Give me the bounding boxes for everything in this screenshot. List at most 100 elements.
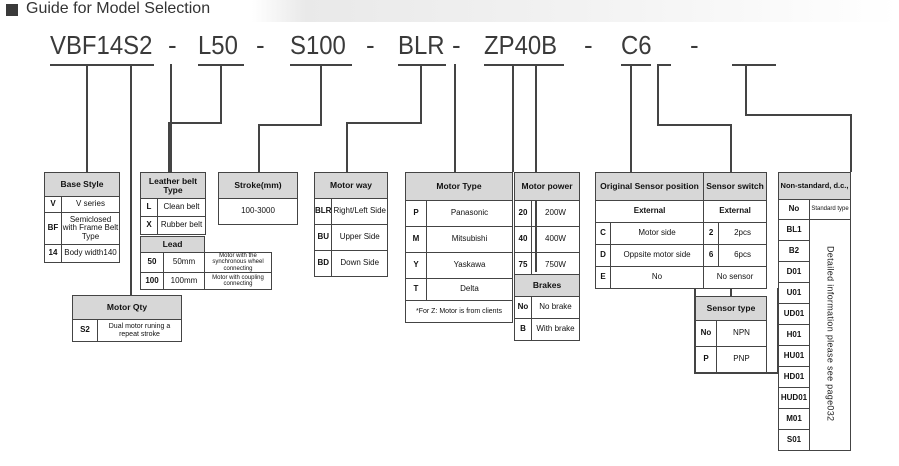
connector-line [258,124,260,172]
option-code: 2 [703,222,720,245]
option-code: S2 [72,319,98,342]
code-dash: - [256,30,265,60]
connector-line [657,64,659,124]
option-code: 40 [514,226,532,253]
option-desc: Rubber belt [157,216,206,235]
option-code: E [595,266,611,289]
option-code: B2 [778,240,810,262]
option-code: 14 [44,244,62,263]
connector-line [630,64,632,172]
option-code: X [140,216,158,235]
option-code: BLR [313,198,333,225]
code-part-stroke: S100 [290,30,346,60]
table-header: Sensor type [695,296,767,321]
option-value: 6pcs [718,244,767,267]
connector-line [730,288,732,296]
option-code: Y [405,252,427,279]
table-header: Original Sensor position [594,172,705,201]
option-code: HUD01 [778,387,810,409]
connector-line [850,114,852,172]
connector-line [745,64,747,114]
option-desc: With brake [531,318,580,341]
option-desc: No brake [531,296,580,319]
option-desc: Down Side [331,250,388,277]
connector-line [86,64,88,172]
option-desc: Semiclosed with Frame Belt Type [61,212,120,245]
option-code: P [695,346,717,373]
option-desc: Delta [426,278,513,301]
option-code: UD01 [778,303,810,325]
table-header: Motor power [514,172,580,201]
option-desc: Mitsubishi [426,226,513,253]
option-code: M01 [778,408,810,430]
connector-line [512,64,514,172]
table-header: Brakes [514,274,580,297]
sub-header: External [594,200,705,223]
connector-line [745,114,851,116]
code-part-sensor: C6 [621,30,652,60]
code-part-base: VBF14S2 [50,30,153,60]
connector-line [535,64,537,272]
underline [128,64,154,66]
table-header: Motor Qty [72,295,182,320]
connector-line [657,124,731,126]
connector-line [130,122,132,295]
table-header: Stroke(mm) [218,172,298,199]
option-desc: Clean belt [157,198,206,217]
option-desc: Motor side [609,222,705,245]
code-dash: - [168,30,177,60]
stroke-range: 100-3000 [218,198,298,225]
sensor-table: Original Sensor position Sensor switch E… [594,172,767,289]
sub-header: External [703,200,767,223]
option-code: 100 [140,271,164,290]
no-sensor-option: No sensor [703,266,767,289]
option-code: H01 [778,324,810,346]
page-title: Guide for Model Selection [26,0,211,17]
connector-line [168,122,170,172]
option-desc: Right/Left Side [331,198,388,225]
table-header: Sensor switch [703,172,767,201]
connector-line [454,64,456,172]
square-bullet-icon [6,4,18,16]
option-code: HD01 [778,366,810,388]
option-code: 6 [703,244,720,267]
code-dash: - [452,30,461,60]
option-value: PNP [716,346,767,373]
code-part-belt: L50 [198,30,238,60]
option-code: U01 [778,282,810,304]
table-header: Leather belt Type [140,172,206,199]
option-value: 100mm [163,271,205,290]
option-desc: Upper Side [331,224,388,251]
code-part-motor-way: BLR [398,30,445,60]
connector-line [220,64,222,122]
option-code: L [140,198,158,217]
option-value: 200W [531,200,580,227]
option-desc: Oppsite motor side [609,244,705,267]
connector-line [730,124,732,172]
option-code: T [405,278,427,301]
connector-line [258,124,322,126]
stroke-table: Stroke(mm) 100-3000 [218,172,298,225]
option-desc: Motor with the synchronous wheel connect… [204,252,272,273]
option-code: BF [44,212,62,245]
connector-line [420,64,422,122]
code-dash: - [366,30,375,60]
option-desc: Body width140 [61,244,120,263]
option-desc: Standard type [809,199,851,220]
connector-line [777,288,779,374]
option-code: D [595,244,611,267]
connector-line [170,64,172,172]
underline [50,64,128,66]
option-code: 50 [140,252,164,273]
option-code: No [778,199,810,220]
option-code: B [514,318,532,341]
underline [657,64,671,66]
option-code: BU [313,224,333,251]
